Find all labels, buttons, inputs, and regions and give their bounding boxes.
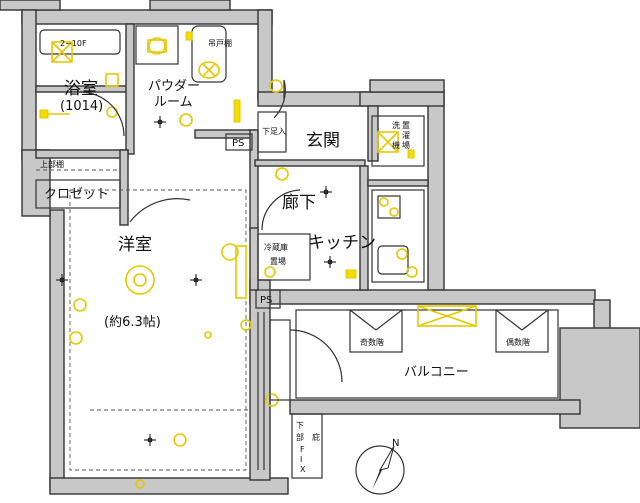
bathroom: 2~10F 浴室 (1014)	[39, 29, 121, 119]
shoe-box-label-1: 下足入	[262, 127, 286, 136]
kitchen: キッチン 冷蔵庫 置場 PS	[255, 189, 425, 309]
washer-label-1: 洗	[392, 120, 400, 130]
powder-label-2: ルーム	[154, 95, 193, 110]
western-room: 洋室 (約6.3帖)	[56, 189, 343, 489]
eaves-label: 庇	[312, 432, 320, 442]
fridge-label-2: 置場	[270, 256, 286, 266]
lower-label-1: 下	[296, 421, 304, 430]
entrance: 下足入 玄関	[257, 79, 340, 153]
lower-label-5: X	[300, 465, 306, 474]
partitions	[35, 23, 429, 291]
balcony-label: バルコニー	[404, 365, 469, 380]
lower-label-2: 部	[296, 432, 304, 442]
lower-label-3: F	[300, 445, 305, 454]
north-compass: N	[355, 438, 405, 495]
powder-label-1: パウダー	[148, 79, 200, 94]
hallway-label: 廊下	[282, 193, 316, 213]
kitchen-label: キッチン	[308, 233, 376, 253]
closet: 上部棚 クロゼット	[35, 159, 191, 223]
lower-label-4: I	[300, 455, 302, 464]
washer-label-3: 機	[392, 140, 400, 150]
western-room-size-label: (約6.3帖)	[104, 315, 161, 330]
balcony: 奇数階 偶数階 バルコニー	[295, 305, 559, 399]
lower-fix: 下 部 F I X 庇	[291, 413, 323, 479]
fridge-label-1: 冷蔵庫	[264, 242, 288, 252]
entrance-label: 玄関	[306, 131, 340, 151]
powder-room: 吊戸棚 パウダー ルーム PS	[79, 25, 253, 151]
bath-size-label: (1014)	[60, 99, 103, 114]
western-room-label: 洋室	[118, 235, 152, 255]
washer-label-4: 置	[402, 121, 410, 130]
ps-label-2: PS	[260, 295, 272, 306]
washer-area: 洗 濯 機 置 場	[371, 115, 425, 167]
washer-label-2: 濯	[402, 130, 410, 140]
hanging-shelf-label: 吊戸棚	[208, 38, 232, 48]
floor-range-label: 2~10F	[60, 39, 87, 48]
north-label: N	[392, 438, 399, 449]
even-floor-label: 偶数階	[506, 337, 530, 347]
upper-shelf-label: 上部棚	[40, 159, 64, 169]
washer-label-5: 場	[402, 140, 410, 150]
bath-label: 浴室	[64, 79, 98, 99]
hallway: 廊下	[261, 167, 332, 231]
odd-floor-label: 奇数階	[360, 337, 384, 347]
closet-label: クロゼット	[44, 187, 109, 202]
ps-label-1: PS	[232, 138, 244, 149]
ceiling-lights	[56, 274, 202, 446]
